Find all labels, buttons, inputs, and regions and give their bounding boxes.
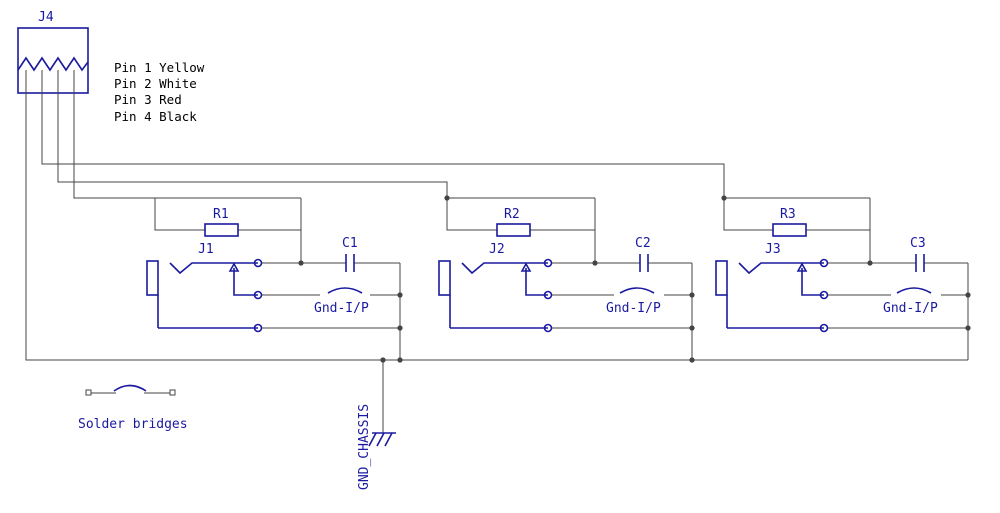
jack-j2-switch: [525, 268, 548, 296]
junction: [397, 325, 403, 331]
jack-j2-pin-switch: [543, 290, 553, 300]
resistor-r2: [496, 223, 531, 237]
connector-j4: J4: [17, 10, 89, 94]
junction: [298, 260, 304, 266]
junction: [397, 292, 403, 298]
connector-j4-body: [17, 27, 89, 94]
jack-j3-pin-switch: [819, 290, 829, 300]
ground-symbol-hatch-1: [368, 432, 377, 447]
jack-j2-switch-arrow: [520, 262, 532, 272]
connector-j4-label: J4: [38, 10, 54, 25]
pin-notes: Pin 1 Yellow Pin 2 White Pin 3 Red Pin 4…: [114, 60, 205, 124]
junction: [444, 195, 450, 201]
jack-j3-tip: [738, 262, 824, 275]
capacitor-c2-label: C2: [635, 236, 651, 251]
legend-pad-left: [85, 389, 92, 396]
junction: [867, 260, 873, 266]
channel-1: R1 J1 C1 Gnd-I/P: [146, 197, 403, 363]
legend-pad-right: [169, 389, 176, 396]
jack-j1-switch: [233, 268, 258, 296]
junction: [592, 260, 598, 266]
resistor-r1: [204, 223, 239, 237]
junction: [689, 292, 695, 298]
solder-bridge-3: [896, 287, 932, 294]
solder-bridge-legend: Solder bridges: [78, 384, 188, 432]
junction: [380, 357, 386, 363]
jack-j2-tip: [461, 262, 548, 275]
pin-note-4: Pin 4 Black: [114, 109, 197, 124]
jack-j3-pin-sleeve: [819, 323, 829, 333]
ground-chassis: GND_CHASSIS: [357, 357, 396, 490]
capacitor-c3-label: C3: [910, 236, 926, 251]
jack-j2-sleeve: [438, 260, 451, 296]
jack-j1-tip: [169, 262, 258, 275]
pin-note-3: Pin 3 Red: [114, 92, 182, 107]
capacitor-c1-label: C1: [342, 236, 358, 251]
wire-r2-left: [446, 198, 497, 231]
jack-j2-label: J2: [489, 242, 505, 257]
junction: [689, 357, 695, 363]
resistor-r3: [772, 223, 807, 237]
ground-symbol-hatch-3: [384, 432, 393, 447]
jack-j1-sleeve: [146, 260, 159, 296]
wire-pin2: [41, 70, 725, 198]
jack-j2-pin-sleeve: [543, 323, 553, 333]
solder-bridge-3-label: Gnd-I/P: [883, 301, 938, 316]
wire-pin1-ground: [25, 70, 968, 361]
legend-solder-bridges-label: Solder bridges: [78, 417, 188, 432]
wire-pin3: [57, 70, 448, 198]
resistor-r1-label: R1: [213, 207, 229, 222]
wire-r3-left: [723, 198, 773, 231]
jack-j3-label: J3: [765, 242, 781, 257]
solder-bridge-1: [327, 287, 363, 294]
jack-j1-switch-arrow: [228, 262, 240, 272]
resistor-r2-label: R2: [504, 207, 520, 222]
jack-j3-sleeve: [715, 260, 728, 296]
solder-bridge-1-label: Gnd-I/P: [314, 301, 369, 316]
junction: [689, 325, 695, 331]
channel-2: R2 J2 C2 Gnd-I/P: [438, 195, 695, 363]
pin-note-2: Pin 2 White: [114, 76, 197, 91]
ground-chassis-label: GND_CHASSIS: [357, 404, 372, 490]
jack-j3-pin-tip: [819, 258, 829, 268]
solder-bridge-2-label: Gnd-I/P: [606, 301, 661, 316]
junction: [965, 325, 971, 331]
junction: [721, 195, 727, 201]
jack-j3-switch-arrow: [796, 262, 808, 272]
ground-symbol-hatch-2: [376, 432, 385, 447]
resistor-r3-label: R3: [780, 207, 796, 222]
channel-3: R3 J3 C3 Gnd-I/P: [715, 195, 971, 360]
jack-j1-label: J1: [198, 242, 214, 257]
jack-j2-pin-tip: [543, 258, 553, 268]
jack-j1-pin-tip: [253, 258, 263, 268]
junction: [965, 292, 971, 298]
connector-j4-pins: [17, 56, 89, 72]
pin-note-1: Pin 1 Yellow: [114, 60, 205, 75]
jack-j1-pin-switch: [253, 290, 263, 300]
jack-j3-switch: [801, 268, 824, 296]
legend-bridge-arc: [113, 384, 147, 392]
jack-j1-pin-sleeve: [253, 323, 263, 333]
wire-r1-left: [154, 198, 205, 231]
junction: [397, 357, 403, 363]
solder-bridge-2: [619, 287, 655, 294]
